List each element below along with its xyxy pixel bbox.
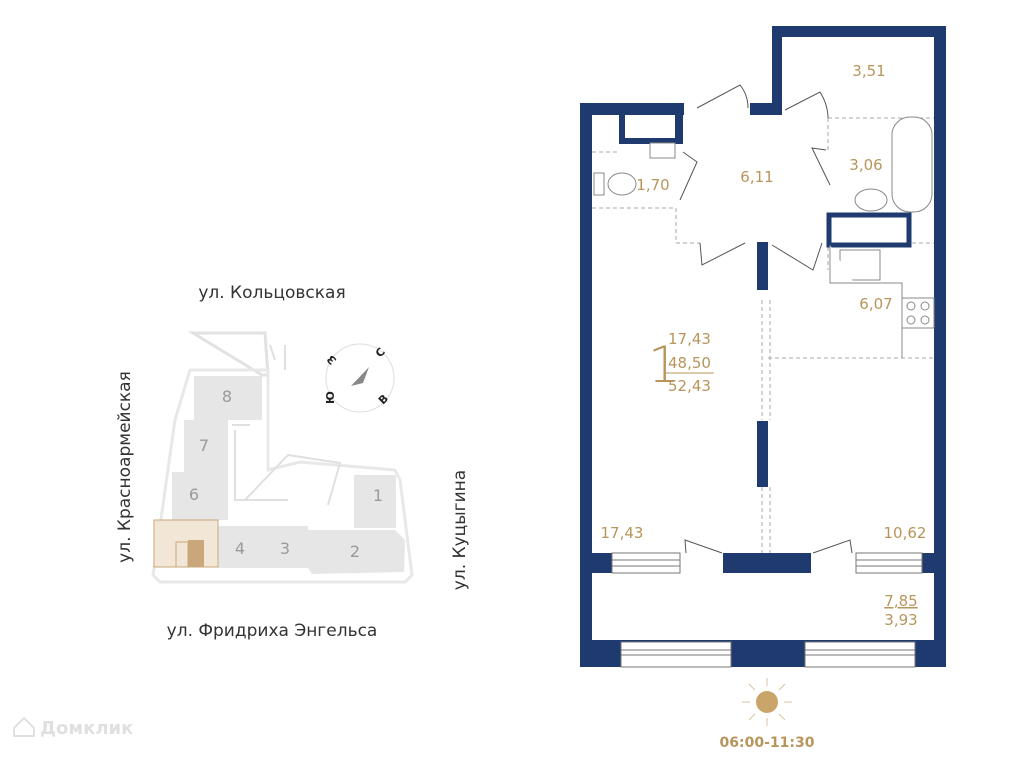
room-area-hall: 6,11: [740, 168, 773, 186]
selected-building-5: [153, 519, 219, 568]
wall: [922, 553, 946, 573]
shaft: [826, 212, 912, 248]
compass: С З Ю В: [324, 343, 395, 413]
total-area: 48,50: [668, 354, 711, 372]
stove-icon: [901, 297, 935, 329]
watermark-logo: Домклик: [13, 716, 133, 739]
room-area-wc: 1,70: [636, 176, 669, 194]
compass-south: Ю: [324, 391, 337, 404]
wall: [934, 26, 946, 667]
balcony-reduced-area: 3,93: [884, 611, 917, 629]
street-north: ул. Кольцовская: [198, 283, 345, 303]
house-icon: [13, 716, 35, 737]
balcony-area: 7,85: [884, 592, 917, 610]
toilet-icon: [607, 172, 637, 196]
site-plan: 8 7 6 4 3 2 1 ул. Кольцовская ул. Фридри…: [115, 283, 470, 641]
wall: [723, 553, 811, 573]
courtyard-paths: [232, 344, 342, 506]
street-west: ул. Красноармейская: [115, 371, 135, 563]
building-7: [184, 420, 228, 472]
wall: [675, 115, 683, 144]
compass-north: С: [373, 345, 388, 360]
wall: [580, 103, 592, 667]
building-label: 8: [222, 387, 232, 406]
partition: [757, 242, 768, 290]
compass-east: В: [376, 392, 391, 407]
svg-text:Домклик: Домклик: [40, 718, 133, 739]
building-label: 7: [199, 436, 209, 455]
building-6: [172, 472, 228, 520]
insolation-time: 06:00-11:30: [720, 735, 815, 751]
rooms-count: 1: [648, 336, 680, 394]
building-4: [218, 526, 262, 568]
sink-icon: [649, 142, 676, 159]
room-area-storage: 3,51: [852, 62, 885, 80]
building-label: 2: [350, 542, 360, 561]
compass-west: З: [324, 352, 339, 367]
building-8: [194, 376, 262, 420]
compass-arrow-icon: [351, 367, 369, 386]
room-area-kitchen: 6,07: [859, 295, 892, 313]
wall: [619, 138, 682, 144]
building-label: 3: [280, 539, 290, 558]
apartment-plan: 3,51 6,11 1,70 3,06 6,07 17,43 10,62 7,8…: [580, 26, 946, 668]
fixtures: [593, 116, 935, 358]
street-south: ул. Фридриха Энгельса: [167, 621, 378, 641]
sun-icon: [742, 678, 792, 726]
building-label: 6: [189, 485, 199, 504]
room-area-living: 17,43: [601, 524, 644, 542]
partition: [757, 421, 768, 487]
wall: [580, 553, 612, 573]
building-1: [354, 475, 396, 528]
bathtub-icon: [891, 116, 933, 213]
building-label: 4: [235, 539, 245, 558]
building-3: [262, 526, 308, 568]
building-label: 1: [373, 486, 383, 505]
wall: [619, 115, 625, 144]
sink-icon: [854, 188, 888, 212]
wall: [772, 26, 946, 37]
building-2: [308, 530, 405, 574]
room-area-bathroom: 3,06: [849, 156, 882, 174]
window: [611, 552, 923, 574]
wall: [580, 103, 684, 115]
total-with-balcony: 52,43: [668, 377, 711, 395]
room-area-kitchen-living: 10,62: [884, 524, 927, 542]
living-area: 17,43: [668, 330, 711, 348]
window: [620, 641, 916, 668]
wall: [772, 26, 782, 115]
street-east: ул. Куцыгина: [450, 470, 470, 590]
